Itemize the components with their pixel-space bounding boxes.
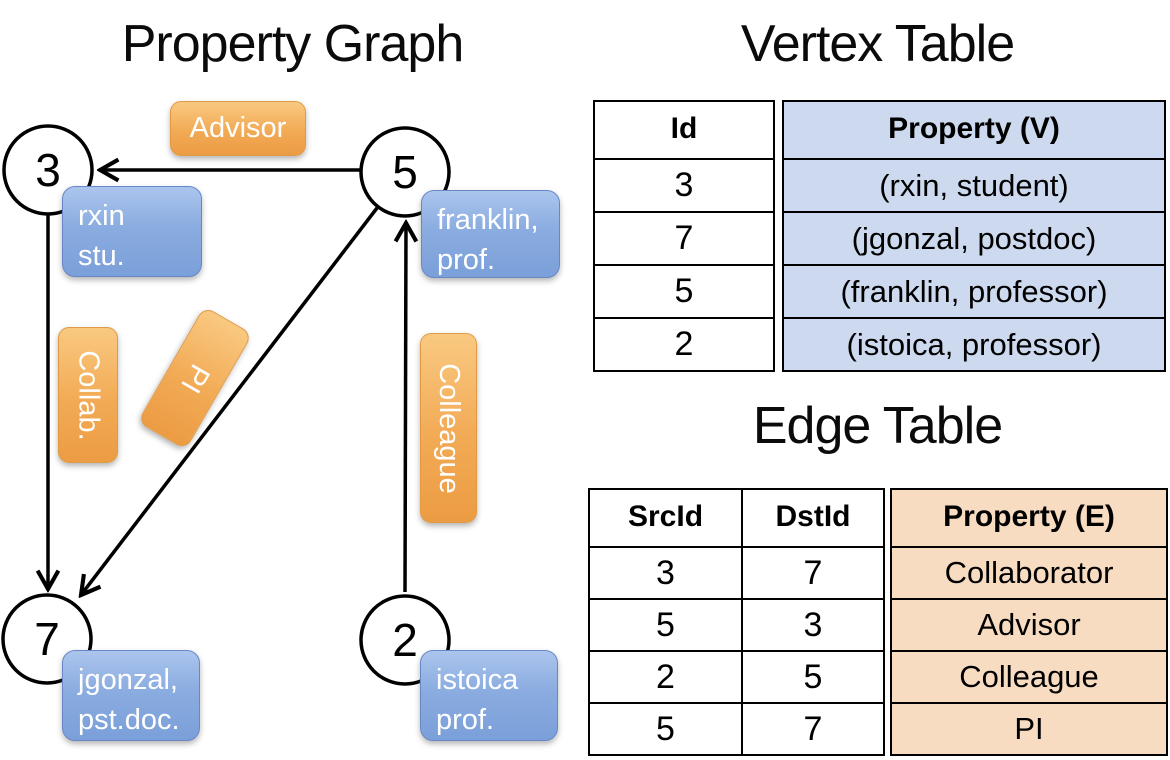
node-property-box-franklin: franklin, prof. xyxy=(421,190,560,278)
node-property-line: istoica xyxy=(436,664,519,696)
vertex-id-cell: 2 xyxy=(595,317,773,370)
node-property-box-istoica: istoica prof. xyxy=(420,650,558,741)
vertex-id-7: 7 xyxy=(34,613,60,665)
vertex-table-title: Vertex Table xyxy=(740,15,1015,73)
vertex-id-cell: 3 xyxy=(595,158,773,211)
vertex-table-id-header: Id xyxy=(670,112,698,145)
edge-table-srcid-header: SrcId xyxy=(627,500,704,533)
edge-colleague-2-to-5 xyxy=(405,223,406,593)
edge-label-advisor: Advisor xyxy=(170,101,306,156)
edge-srcid-cell: 5 xyxy=(590,598,741,650)
node-property-line: pst.doc. xyxy=(78,704,180,736)
node-property-line: stu. xyxy=(78,240,125,272)
edge-label-collab: Collab. xyxy=(58,327,118,463)
node-property-line: franklin, xyxy=(437,204,539,236)
vertex-table-property-column: Property (V) (rxin, student) (jgonzal, p… xyxy=(782,100,1166,372)
edge-table-property-column: Property (E) Collaborator Advisor Collea… xyxy=(890,488,1168,756)
vertex-property-cell: (istoica, professor) xyxy=(784,317,1164,370)
edge-property-cell: PI xyxy=(892,702,1166,754)
edge-srcid-cell: 5 xyxy=(590,702,741,754)
edge-label-text: Colleague xyxy=(433,362,466,494)
edge-property-cell: Colleague xyxy=(892,650,1166,702)
node-property-line: rxin xyxy=(78,200,125,232)
property-graph-title: Property Graph xyxy=(121,15,465,73)
vertex-id-3: 3 xyxy=(35,144,61,196)
edge-dstid-cell: 7 xyxy=(741,702,883,754)
node-property-box-rxin: rxin stu. xyxy=(62,186,202,277)
vertex-property-cell: (rxin, student) xyxy=(784,158,1164,211)
edge-srcid-cell: 3 xyxy=(590,546,741,598)
edge-table-dstid-header: DstId xyxy=(741,490,883,546)
edge-label-text: Advisor xyxy=(189,112,287,144)
edge-table-title: Edge Table xyxy=(752,397,1003,455)
node-property-line: jgonzal, xyxy=(78,664,178,696)
node-property-line: prof. xyxy=(436,704,495,736)
edge-dstid-cell: 5 xyxy=(741,650,883,702)
edge-label-text: PI xyxy=(174,358,217,399)
node-property-box-jgonzal: jgonzal, pst.doc. xyxy=(62,650,200,741)
vertex-id-2: 2 xyxy=(392,614,418,666)
vertex-id-cell: 5 xyxy=(595,264,773,317)
edge-property-cell: Advisor xyxy=(892,598,1166,650)
edge-property-cell: Collaborator xyxy=(892,546,1166,598)
vertex-id-cell: 7 xyxy=(595,211,773,264)
edge-pi-5-to-7 xyxy=(81,206,379,595)
edge-srcid-cell: 2 xyxy=(590,650,741,702)
vertex-table-property-header: Property (V) xyxy=(784,102,1164,158)
edge-table-id-columns: SrcId DstId 3 7 5 3 2 5 5 7 xyxy=(588,488,885,756)
edge-table-property-header: Property (E) xyxy=(892,490,1166,546)
vertex-property-cell: (jgonzal, postdoc) xyxy=(784,211,1164,264)
edge-dstid-cell: 7 xyxy=(741,546,883,598)
vertex-table-id-column: Id 3 7 5 2 xyxy=(593,100,775,372)
vertex-property-cell: (franklin, professor) xyxy=(784,264,1164,317)
edge-dstid-cell: 3 xyxy=(741,598,883,650)
node-property-line: prof. xyxy=(437,244,496,276)
vertex-id-5: 5 xyxy=(392,146,418,198)
edge-label-text: Collab. xyxy=(72,349,105,441)
edge-label-colleague: Colleague xyxy=(420,333,477,523)
